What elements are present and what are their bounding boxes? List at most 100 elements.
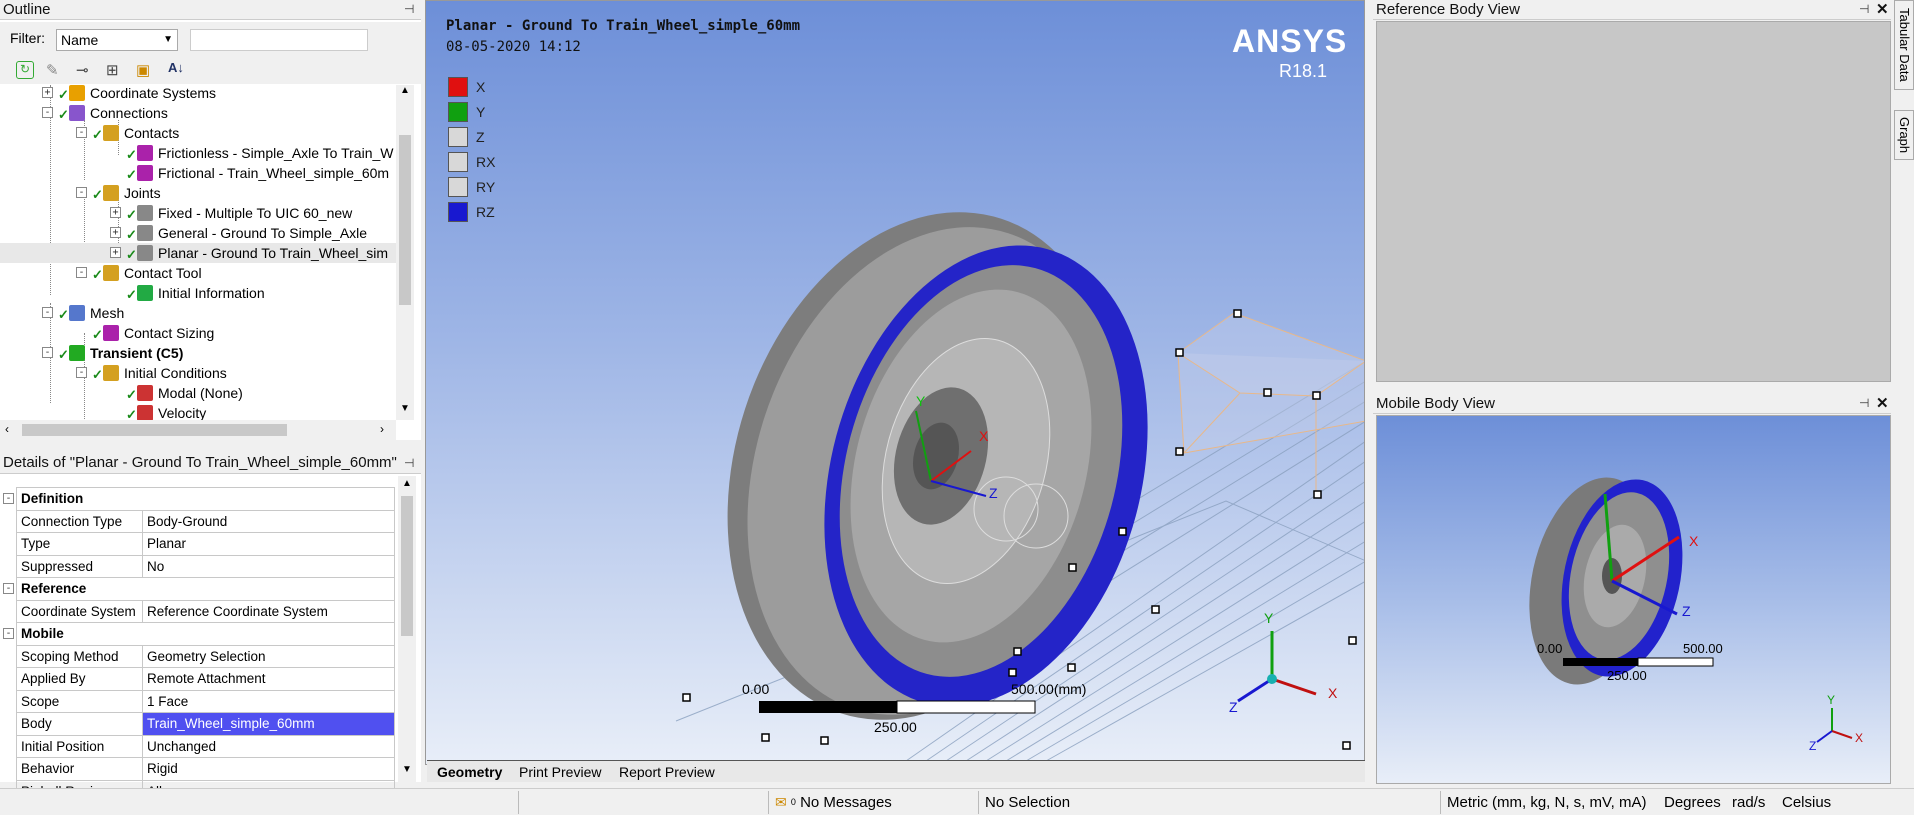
tree-item[interactable]: +✓Planar - Ground To Train_Wheel_sim (0, 243, 396, 263)
svg-text:Z: Z (1682, 603, 1691, 619)
tree-hscrollbar[interactable]: ‹ › (0, 420, 396, 440)
details-field-value[interactable]: Body-Ground (142, 509, 395, 533)
expand-icon[interactable]: + (110, 247, 121, 258)
filter-select[interactable]: Name ▼ (56, 29, 178, 51)
status-messages[interactable]: ✉ 0 No Messages (768, 791, 978, 814)
tree-item[interactable]: ✓Frictional - Train_Wheel_simple_60m (0, 163, 396, 183)
tree-item[interactable]: ✓Velocity (0, 403, 396, 423)
tree-expand-icon[interactable]: ⊸ (76, 62, 89, 79)
details-field-value[interactable]: Unchanged (142, 734, 395, 758)
details-field-value[interactable]: Train_Wheel_simple_60mm (142, 712, 395, 736)
collapse-icon[interactable]: - (42, 307, 53, 318)
collapse-icon[interactable]: - (3, 628, 14, 639)
expand-icon[interactable]: + (110, 207, 121, 218)
mobile-view-canvas[interactable]: X Z Y X Z 0.00 500.00 250.00 (1376, 415, 1891, 784)
tree-item[interactable]: -✓Mesh (0, 303, 396, 323)
details-vscroll-thumb[interactable] (401, 496, 413, 636)
status-units[interactable]: Metric (mm, kg, N, s, mV, mA) (1440, 791, 1660, 814)
details-field-value[interactable]: 1 Face (142, 689, 395, 713)
tree-item[interactable]: ✓Frictionless - Simple_Axle To Train_W (0, 143, 396, 163)
mobile-body-view: Mobile Body View ⊣ ✕ X Z (1373, 394, 1891, 784)
collapse-icon[interactable]: - (76, 127, 87, 138)
tree-item[interactable]: ✓Contact Sizing (0, 323, 396, 343)
tree-node-icon (69, 85, 85, 101)
refresh-icon[interactable]: ↻ (16, 61, 34, 79)
scroll-up-icon[interactable]: ▲ (402, 478, 412, 489)
tree-item[interactable]: -✓Initial Conditions (0, 363, 396, 383)
tree-hscroll-thumb[interactable] (22, 424, 287, 436)
details-field-name: Applied By (16, 667, 143, 691)
tab-print-preview[interactable]: Print Preview (519, 764, 602, 780)
details-group-row[interactable]: Definition (16, 487, 395, 511)
pin-icon[interactable]: ⊣ (404, 2, 415, 16)
pin-icon[interactable]: ⊣ (1859, 396, 1870, 410)
tree-item[interactable]: +✓Coordinate Systems (0, 83, 396, 103)
pin-icon[interactable]: ⊣ (1859, 2, 1870, 16)
tree-item[interactable]: -✓Transient (C5) (0, 343, 396, 363)
scroll-up-icon[interactable]: ▲ (400, 85, 410, 96)
tree-item-label: Joints (124, 185, 161, 201)
folder-icon[interactable]: ▣ (136, 62, 151, 79)
details-field-value[interactable]: Rigid (142, 757, 395, 781)
collapse-icon[interactable]: - (42, 107, 53, 118)
tree-item[interactable]: ✓Modal (None) (0, 383, 396, 403)
collapse-icon[interactable]: - (3, 583, 14, 594)
collapse-icon[interactable]: - (76, 267, 87, 278)
details-field-name: Initial Position (16, 734, 143, 758)
close-icon[interactable]: ✕ (1876, 395, 1889, 412)
scroll-right-icon[interactable]: › (380, 422, 384, 436)
tree-item[interactable]: ✓Initial Information (0, 283, 396, 303)
tree-item[interactable]: -✓Contact Tool (0, 263, 396, 283)
details-field-value[interactable]: Planar (142, 532, 395, 556)
pin-icon[interactable]: ⊣ (404, 456, 415, 470)
details-field-value[interactable]: Remote Attachment (142, 667, 395, 691)
collapse-icon[interactable]: - (42, 347, 53, 358)
collapse-icon[interactable]: - (76, 367, 87, 378)
graphics-viewport[interactable]: Planar - Ground To Train_Wheel_simple_60… (425, 0, 1365, 765)
tree-item[interactable]: -✓Connections (0, 103, 396, 123)
collapse-icon[interactable]: - (3, 493, 14, 504)
scroll-down-icon[interactable]: ▼ (402, 764, 412, 775)
eraser-icon[interactable]: ✎ (46, 62, 59, 79)
tab-report-preview[interactable]: Report Preview (619, 764, 715, 780)
close-icon[interactable]: ✕ (1876, 1, 1889, 18)
collapse-icon[interactable]: - (76, 187, 87, 198)
tab-tabular-data[interactable]: Tabular Data (1894, 0, 1914, 90)
details-field-value[interactable]: Geometry Selection (142, 644, 395, 668)
filter-input[interactable] (190, 29, 368, 51)
tree-vscroll-thumb[interactable] (399, 135, 411, 305)
tree-item[interactable]: +✓Fixed - Multiple To UIC 60_new (0, 203, 396, 223)
ref-view-canvas[interactable] (1376, 21, 1891, 382)
tree-item[interactable]: -✓Contacts (0, 123, 396, 143)
expand-all-icon[interactable]: ⊞ (106, 62, 119, 79)
tree-item[interactable]: -✓Joints (0, 183, 396, 203)
tab-graph[interactable]: Graph (1894, 110, 1914, 160)
tree-vscrollbar[interactable]: ▲ ▼ (396, 85, 414, 420)
details-field-value[interactable]: Reference Coordinate System (142, 599, 395, 623)
expand-icon[interactable]: + (110, 227, 121, 238)
details-group-row[interactable]: Mobile (16, 622, 395, 646)
tree-item[interactable]: +✓General - Ground To Simple_Axle (0, 223, 396, 243)
status-angle[interactable]: Degrees (1664, 794, 1721, 811)
details-field-value[interactable]: No (142, 554, 395, 578)
scroll-left-icon[interactable]: ‹ (5, 422, 9, 436)
status-temperature[interactable]: Celsius (1782, 794, 1832, 811)
tab-geometry[interactable]: Geometry (437, 764, 503, 780)
expand-icon[interactable]: + (42, 87, 53, 98)
status-rotation[interactable]: rad/s (1732, 794, 1766, 811)
global-triad (1237, 631, 1317, 703)
sort-az-icon[interactable]: A↓ (168, 60, 184, 75)
scroll-down-icon[interactable]: ▼ (400, 403, 410, 414)
details-group-row[interactable]: Reference (16, 577, 395, 601)
details-vscrollbar[interactable]: ▲ ▼ (398, 476, 416, 782)
